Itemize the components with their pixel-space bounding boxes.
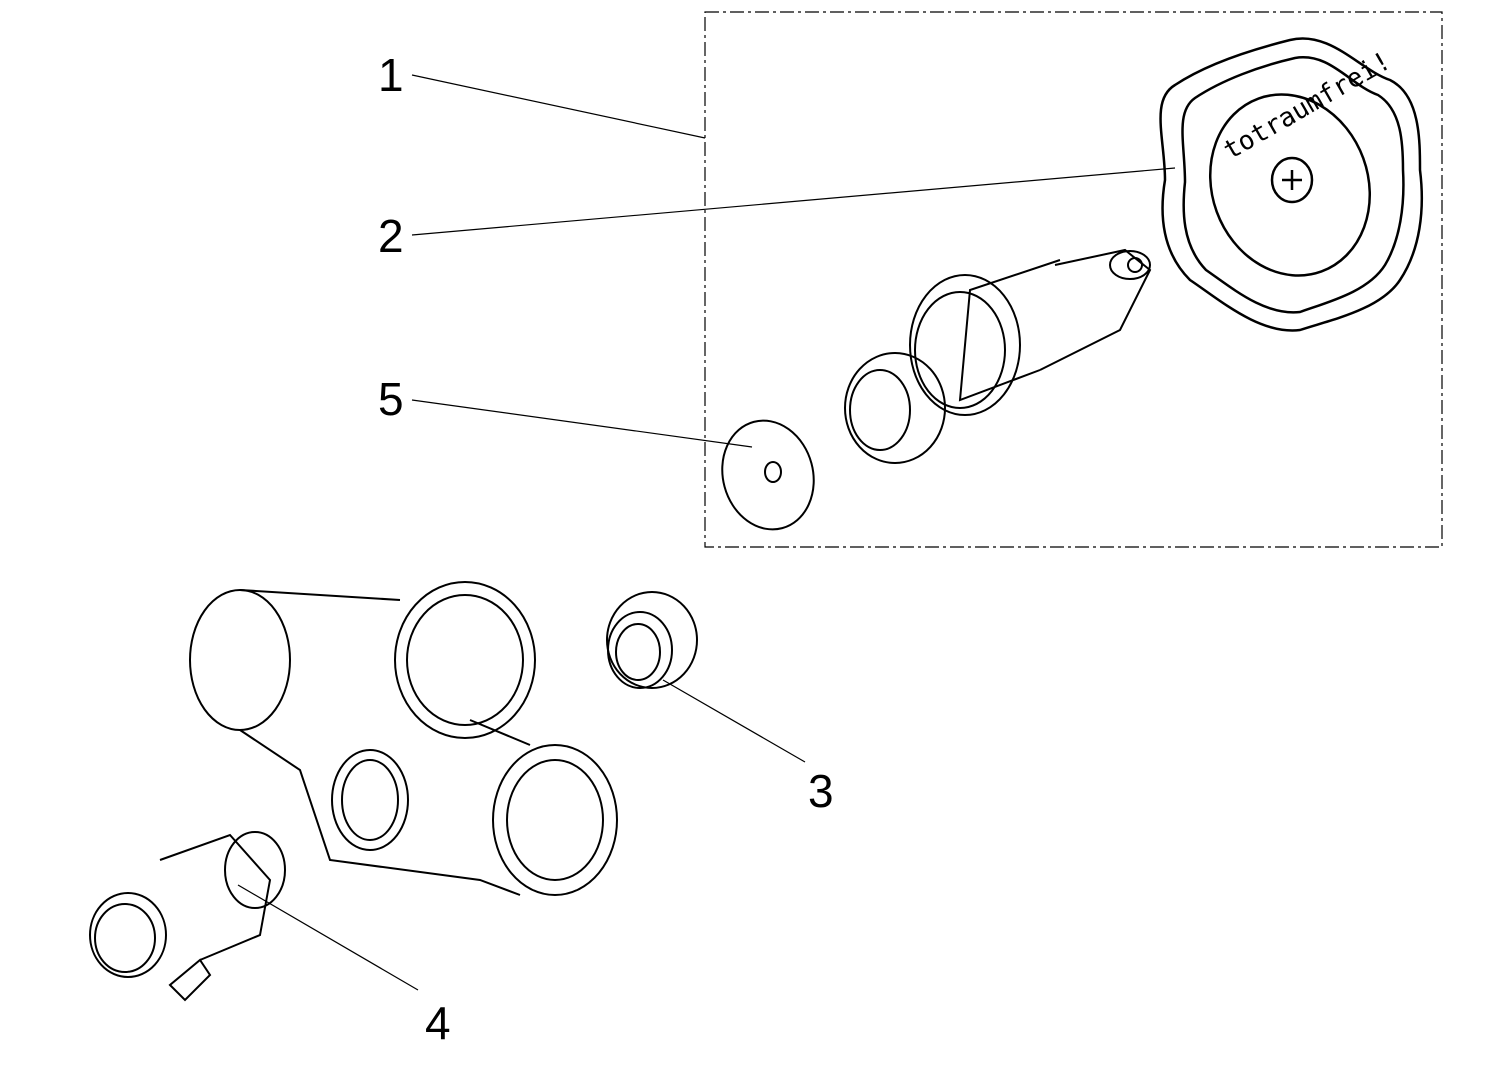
callout-2: 2	[378, 210, 404, 262]
handwheel	[1159, 37, 1424, 332]
drain-valve	[89, 831, 286, 1002]
seal-washer	[721, 419, 815, 531]
plug	[606, 591, 698, 689]
leader-lines	[237, 74, 1176, 991]
leader-3	[662, 679, 806, 763]
leader-4	[237, 884, 419, 991]
callout-1: 1	[378, 49, 404, 101]
leader-5	[411, 399, 753, 448]
callout-5: 5	[378, 373, 404, 425]
callout-4: 4	[425, 997, 451, 1049]
assembly-boundary	[704, 11, 1443, 548]
callout-3: 3	[808, 765, 834, 817]
stem-assembly	[844, 248, 1152, 464]
leader-2	[411, 167, 1176, 236]
valve-body	[189, 581, 618, 896]
leader-1	[411, 74, 706, 139]
